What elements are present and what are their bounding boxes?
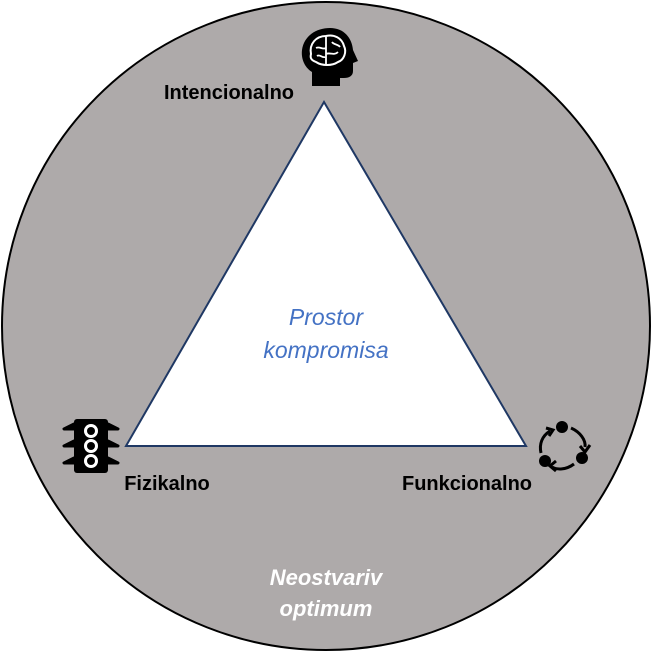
tradeoff-triangle xyxy=(124,100,528,447)
vertex-label-physical: Fizikalno xyxy=(124,473,210,495)
outer-label-line1: Neostvariv xyxy=(270,565,384,590)
vertex-label-intentional: Intencionalno xyxy=(164,82,294,104)
vertex-label-functional: Funkcionalno xyxy=(402,473,532,495)
center-label-line1: Prostor xyxy=(289,304,364,330)
traffic-light-icon xyxy=(62,419,120,473)
brain-head-icon xyxy=(301,28,358,86)
center-label-line2: kompromisa xyxy=(263,337,388,363)
cycle-arrows-icon xyxy=(538,421,592,473)
outer-label-line2: optimum xyxy=(280,596,373,621)
